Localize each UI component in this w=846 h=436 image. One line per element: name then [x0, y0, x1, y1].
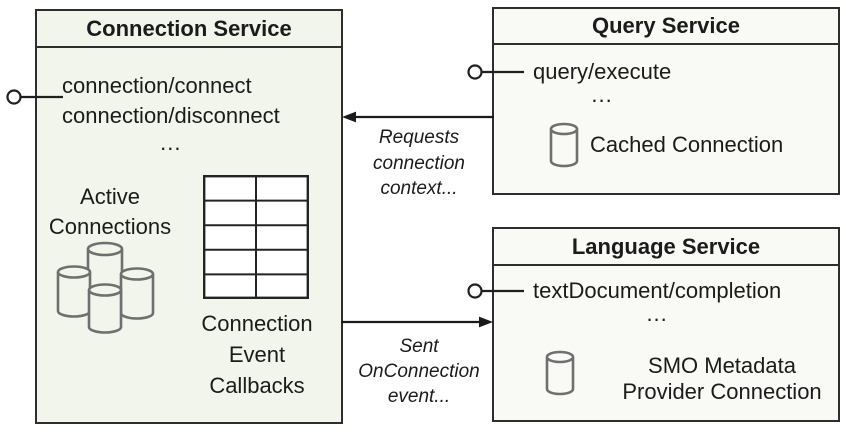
- cached-connection-label: Cached Connection: [590, 132, 784, 157]
- method-textdocument-completion: textDocument/completion: [533, 278, 782, 303]
- connection-methods: connection/connect connection/disconnect…: [62, 71, 280, 155]
- methods-ellipsis: ...: [646, 301, 668, 326]
- sent-onconnection-event-label: Sent OnConnection event...: [358, 336, 480, 407]
- lollipop-interface-icon: [6, 89, 63, 105]
- method-connect: connection/connect: [62, 73, 252, 98]
- language-methods: textDocument/completion ...: [533, 279, 781, 325]
- lollipop-interface-icon: [467, 283, 524, 299]
- database-icon: [545, 350, 575, 396]
- active-connections-label: Active Connections: [48, 184, 172, 239]
- method-query-execute: query/execute: [533, 59, 672, 84]
- query-service-title: Query Service: [494, 9, 838, 45]
- database-icon: [549, 122, 579, 168]
- methods-ellipsis: ...: [591, 82, 613, 107]
- query-service-box: Query Service: [492, 7, 840, 195]
- connection-service-title: Connection Service: [37, 11, 341, 48]
- arrow-right-icon: [341, 316, 493, 328]
- arrow-left-icon: [342, 111, 494, 123]
- requests-connection-context-label: Requests connection context...: [373, 127, 465, 199]
- methods-ellipsis: ...: [160, 130, 182, 155]
- method-disconnect: connection/disconnect: [62, 103, 280, 128]
- query-methods: query/execute ...: [533, 60, 671, 106]
- smo-metadata-provider-label: SMO Metadata Provider Connection: [622, 353, 822, 404]
- connection-event-callbacks-label: Connection Event Callbacks: [201, 311, 313, 398]
- lollipop-interface-icon: [467, 64, 524, 80]
- language-service-title: Language Service: [494, 229, 838, 266]
- database-cluster-icon: [56, 241, 155, 334]
- callbacks-table-icon: [203, 175, 309, 299]
